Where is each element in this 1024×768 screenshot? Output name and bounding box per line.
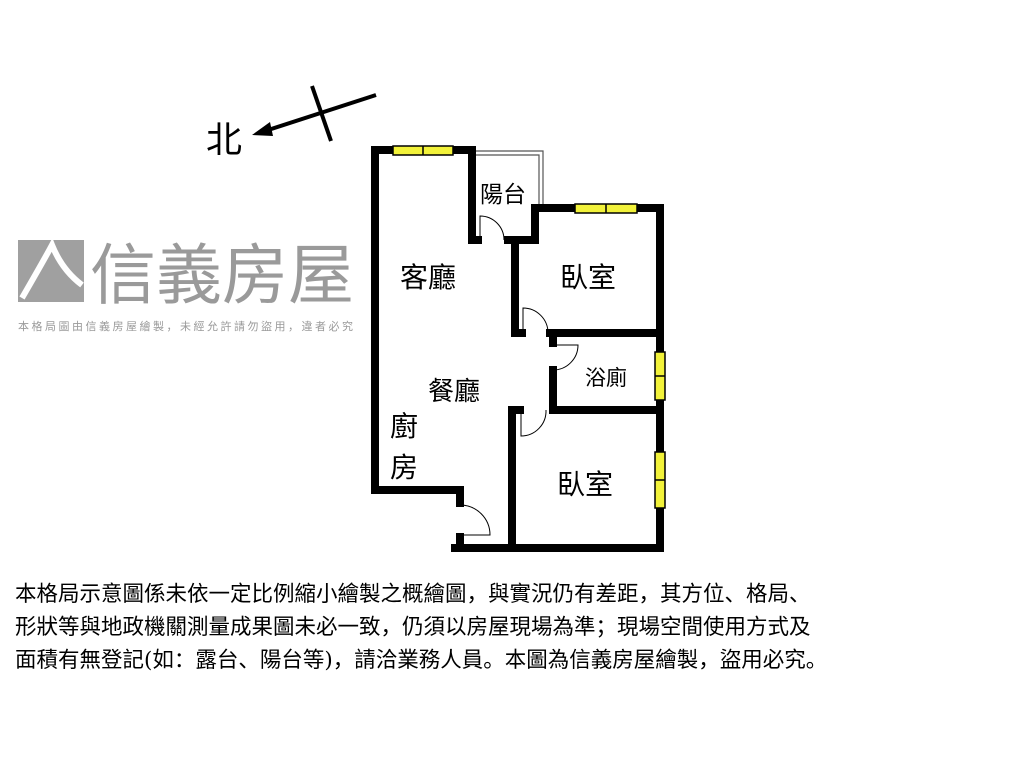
disclaimer-line: 形狀等與地政機關測量成果圖未必一致，仍須以房屋現場為準；現場空間使用方式及: [15, 615, 811, 640]
room-label-balcony: 陽台: [480, 182, 526, 208]
watermark: 信義房屋 本格局圖由信義房屋繪製，未經允許請勿盜用，違者必究: [18, 237, 356, 333]
disclaimer: 本格局示意圖係未依一定比例縮小繪製之概繪圖，與實況仍有差距，其方位、格局、 形狀…: [15, 578, 1015, 677]
room-label-kitchen-1: 廚: [390, 410, 418, 443]
watermark-notice: 本格局圖由信義房屋繪製，未經允許請勿盜用，違者必究: [18, 319, 356, 333]
room-label-bedroom1: 臥室: [560, 261, 616, 294]
room-label-kitchen-2: 房: [390, 451, 418, 484]
north-label: 北: [206, 120, 242, 161]
room-label-dining: 餐廳: [428, 377, 480, 407]
disclaimer-line: 面積有無登記(如：露台、陽台等)，請洽業務人員。本圖為信義房屋繪製，盜用必究。: [15, 648, 828, 673]
north-arrow-icon: [252, 85, 377, 142]
doors: [459, 215, 579, 536]
room-label-bathroom: 浴廁: [585, 366, 627, 390]
room-label-living: 客廳: [400, 261, 456, 294]
watermark-brand: 信義房屋: [90, 237, 354, 314]
room-label-bedroom2: 臥室: [557, 468, 613, 501]
disclaimer-line: 本格局示意圖係未依一定比例縮小繪製之概繪圖，與實況仍有差距，其方位、格局、: [15, 582, 811, 607]
balcony-railing: [472, 150, 544, 210]
windows: [392, 145, 666, 509]
